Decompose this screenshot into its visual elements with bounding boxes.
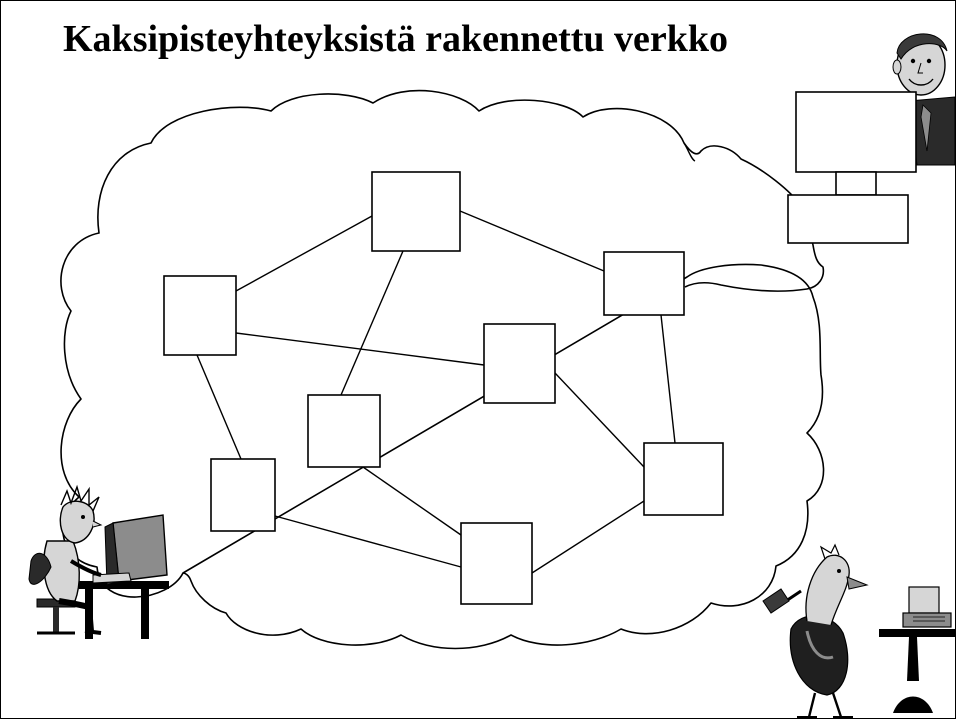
person-at-computer-icon <box>29 487 169 639</box>
bird-with-computer-icon <box>763 545 955 717</box>
link-n1-n2 <box>236 216 372 291</box>
link-n8-n9 <box>532 501 644 573</box>
monitor-icon <box>796 92 916 172</box>
network-node-n5 <box>308 395 380 467</box>
link-n1-n4 <box>236 333 484 365</box>
office-user-workstation <box>788 34 955 243</box>
monitor-stand <box>836 172 876 195</box>
nodes <box>164 172 723 604</box>
network-node-n2 <box>372 172 460 251</box>
link-n5-n8 <box>363 467 461 535</box>
link-n4-n6 <box>555 373 644 467</box>
network-node-n1 <box>164 276 236 355</box>
link-n3-n6 <box>661 315 675 443</box>
network-node-n8 <box>461 523 532 604</box>
link-n7-n8 <box>275 516 461 567</box>
network-node-n4 <box>484 324 555 403</box>
network-node-n7 <box>211 459 275 531</box>
link-n2-n3 <box>460 211 604 271</box>
network-node-n6 <box>644 443 723 515</box>
link-n2-n5 <box>341 251 403 395</box>
computer-case-icon <box>788 195 908 243</box>
network-node-n3 <box>604 252 684 315</box>
link-n1-n7 <box>197 355 241 459</box>
